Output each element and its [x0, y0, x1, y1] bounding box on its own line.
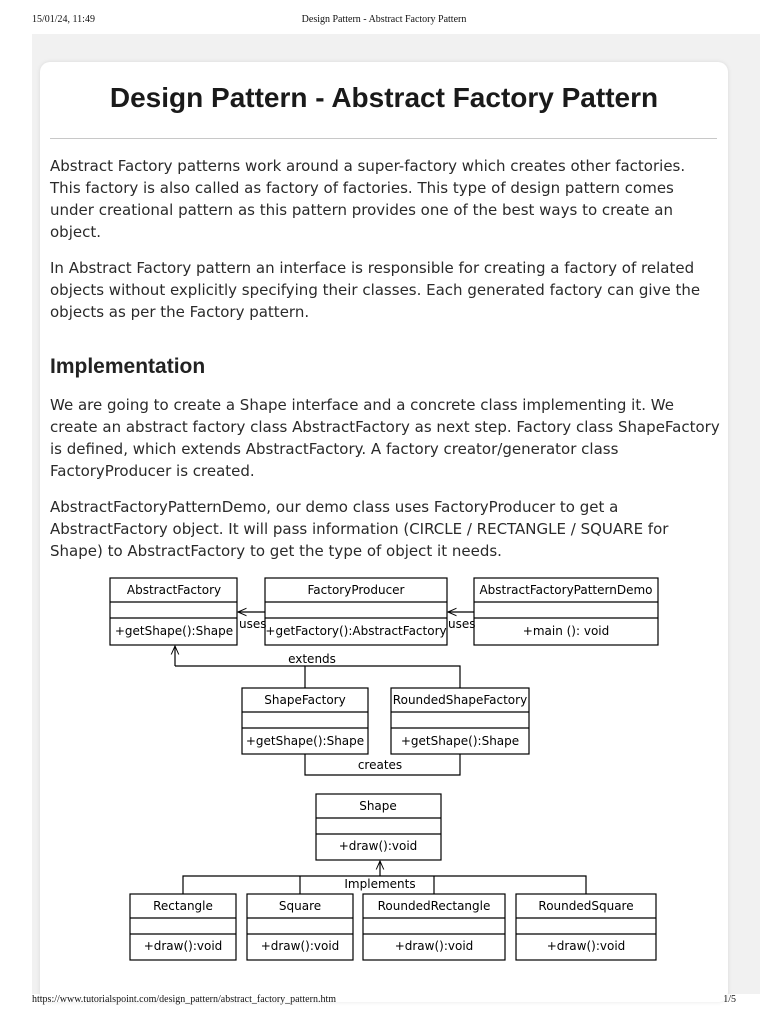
abstract-factory-method: +getShape():Shape	[115, 624, 233, 638]
print-page-number: 1/5	[723, 994, 736, 1005]
abstract-factory-name: AbstractFactory	[127, 583, 221, 597]
intro-paragraph-2: In Abstract Factory pattern an interface…	[50, 259, 701, 321]
implementation-heading: Implementation	[50, 355, 206, 378]
implements-connector	[182, 861, 587, 894]
class-shape	[315, 793, 442, 861]
implements-label: Implements	[344, 877, 415, 891]
shape-method: +draw():void	[339, 839, 418, 853]
demo-method: +main (): void	[523, 624, 609, 638]
title-divider	[50, 138, 717, 139]
shape-name: Shape	[359, 799, 397, 813]
print-title: Design Pattern - Abstract Factory Patter…	[301, 14, 467, 25]
rounded-rectangle-name: RoundedRectangle	[378, 899, 491, 913]
intro-paragraph-1: Abstract Factory patterns work around a …	[50, 157, 686, 241]
rounded-square-name: RoundedSquare	[538, 899, 633, 913]
implementation-paragraph-2: AbstractFactoryPatternDemo, our demo cla…	[50, 498, 669, 560]
creates-label: creates	[358, 758, 402, 772]
rounded-shape-factory-method: +getShape():Shape	[401, 734, 519, 748]
shape-factory-method: +getShape():Shape	[246, 734, 364, 748]
factory-producer-method: +getFactory():AbstractFactory	[265, 624, 446, 638]
square-name: Square	[279, 899, 321, 913]
rounded-shape-factory-name: RoundedShapeFactory	[393, 693, 527, 707]
demo-name: AbstractFactoryPatternDemo	[479, 583, 652, 597]
rectangle-name: Rectangle	[153, 899, 213, 913]
print-url: https://www.tutorialspoint.com/design_pa…	[32, 994, 337, 1005]
page-title: Design Pattern - Abstract Factory Patter…	[109, 82, 659, 113]
rectangle-method: +draw():void	[144, 939, 223, 953]
factory-producer-name: FactoryProducer	[307, 583, 404, 597]
extends-connector	[175, 646, 461, 688]
extends-label: extends	[288, 652, 336, 666]
creates-connector	[304, 754, 461, 776]
rounded-square-method: +draw():void	[547, 939, 626, 953]
print-header: 15/01/24, 11:49 Design Pattern - Abstrac…	[32, 14, 736, 28]
article-card	[40, 62, 728, 1002]
print-datetime: 15/01/24, 11:49	[32, 14, 95, 25]
class-abstract-factory	[109, 577, 238, 646]
square-method: +draw():void	[261, 939, 340, 953]
shape-factory-name: ShapeFactory	[264, 693, 345, 707]
print-footer: https://www.tutorialspoint.com/design_pa…	[32, 994, 736, 1008]
uses-label-1: uses	[239, 617, 267, 631]
implementation-paragraph-1: We are going to create a Shape interface…	[50, 396, 720, 480]
uses-label-2: uses	[448, 617, 476, 631]
uml-class-diagram: AbstractFactory +getShape():Shape Factor…	[109, 577, 659, 961]
rounded-rectangle-method: +draw():void	[395, 939, 474, 953]
